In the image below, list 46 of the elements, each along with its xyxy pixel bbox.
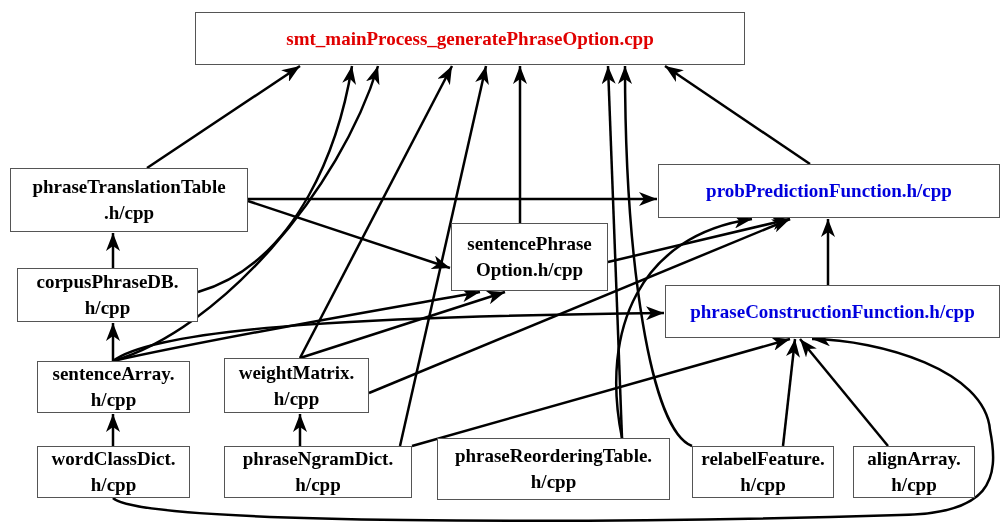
file-name: phraseNgramDict. h/cpp <box>241 447 395 497</box>
file-box <box>665 285 1000 338</box>
file-name: alignArray. h/cpp <box>866 447 962 497</box>
file-box <box>37 446 190 498</box>
arrow <box>106 414 120 446</box>
file-name: wordClassDict. h/cpp <box>50 447 177 497</box>
file-box <box>658 164 1000 218</box>
arrow <box>106 323 120 361</box>
arrow <box>799 338 889 447</box>
arrow <box>618 66 693 448</box>
arrow <box>781 338 800 447</box>
arrow <box>299 290 506 360</box>
arrow <box>146 64 301 170</box>
file-box <box>10 168 248 232</box>
file-box <box>224 446 412 498</box>
arrow <box>664 64 811 166</box>
arrow <box>368 217 791 395</box>
file-box <box>195 12 745 65</box>
arrow <box>513 66 527 223</box>
file-box <box>37 361 190 413</box>
file-box <box>451 223 608 291</box>
arrow <box>106 233 120 268</box>
arrow <box>197 65 356 294</box>
file-name: phraseTranslationTable .h/cpp <box>31 175 227 225</box>
file-name: weightMatrix. h/cpp <box>237 360 356 411</box>
arrow <box>607 216 791 264</box>
file-box <box>17 268 198 322</box>
file-box <box>853 446 975 498</box>
arrow <box>298 65 454 359</box>
file-name: corpusPhraseDB. h/cpp <box>35 270 180 320</box>
file-name: sentencePhrase Option.h/cpp <box>466 232 593 282</box>
arrow <box>411 337 791 448</box>
file-box <box>224 358 369 413</box>
file-name: sentenceArray. h/cpp <box>51 362 176 412</box>
arrow <box>247 199 451 270</box>
file-name: phraseConstructionFunction.h/cpp <box>690 299 975 324</box>
file-name: smt_mainProcess_generatePhraseOption.cpp <box>286 26 654 51</box>
file-box <box>437 438 670 500</box>
arrow <box>248 192 657 206</box>
file-name: probPredictionFunction.h/cpp <box>706 179 952 204</box>
arrow <box>112 306 664 363</box>
arrow <box>398 65 489 447</box>
file-name: relabelFeature. h/cpp <box>700 447 826 497</box>
file-name: phraseReorderingTable. h/cpp <box>453 444 654 494</box>
arrow <box>293 414 307 446</box>
arrow <box>821 219 835 285</box>
